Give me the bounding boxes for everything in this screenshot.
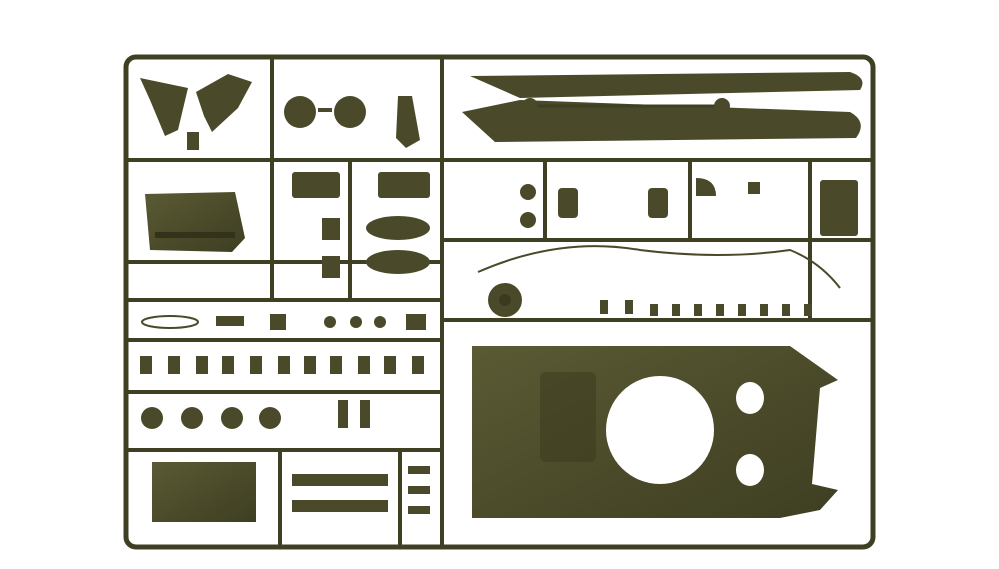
lower-bars <box>292 466 430 514</box>
road-wheel <box>488 283 522 317</box>
blade-part <box>145 192 245 252</box>
mid-boxes <box>292 172 430 278</box>
lower-wheels <box>141 400 370 429</box>
round-hatches <box>284 96 420 148</box>
angled-plates <box>140 74 252 150</box>
hull-part <box>472 346 838 518</box>
peg-row <box>600 300 812 316</box>
small-parts-grid <box>140 314 426 374</box>
cable-part <box>477 245 841 289</box>
small-parts-row <box>520 178 858 236</box>
fender-parts <box>462 72 863 142</box>
lower-plate <box>152 462 256 522</box>
